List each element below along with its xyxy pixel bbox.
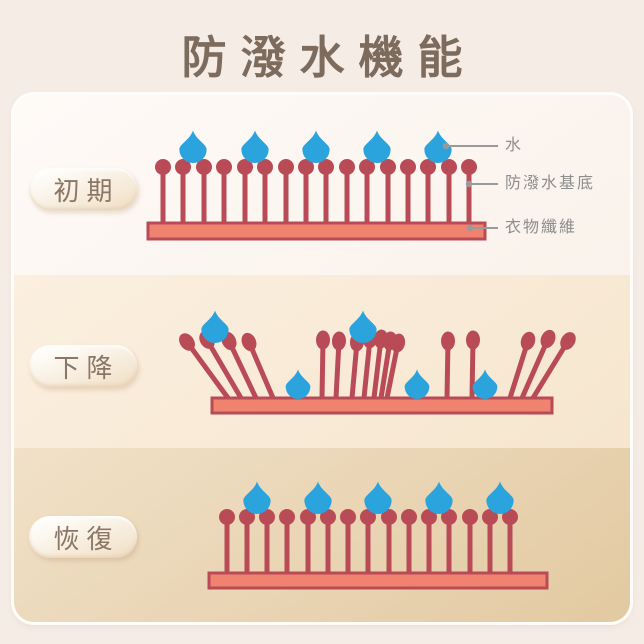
- pin-stem: [507, 340, 531, 399]
- section-initial: 初期 水 防潑水基底 衣物纖維: [14, 95, 630, 275]
- water-drop-icon: [302, 130, 330, 164]
- pin-head: [241, 332, 257, 352]
- fabric-fiber-bar: [207, 571, 549, 590]
- pin-stem: [184, 340, 231, 400]
- fabric-fiber-bar: [210, 396, 554, 415]
- pin-head: [381, 509, 397, 525]
- pin-head: [421, 509, 437, 525]
- water-drop-icon: [404, 369, 430, 399]
- water-drop-icon: [363, 130, 391, 164]
- pin-head: [216, 159, 232, 175]
- annotation-leader-dot: [465, 180, 473, 188]
- diagram-initial-stage: [146, 130, 498, 241]
- water-drop-icon: [349, 310, 377, 343]
- pin-stem: [319, 339, 326, 399]
- annotation-water-label: 水: [505, 137, 524, 154]
- stage-pill-initial: 初期: [29, 168, 137, 210]
- pin-head: [257, 159, 273, 175]
- pin-head: [155, 159, 171, 175]
- pin-head: [298, 159, 314, 175]
- pin-head: [340, 509, 356, 525]
- pin-head: [359, 159, 375, 175]
- annotation-leader-dot: [442, 142, 450, 150]
- pin-head: [462, 509, 478, 525]
- pin-head: [360, 509, 376, 525]
- pin-stem: [226, 339, 259, 400]
- pin-head: [179, 333, 195, 351]
- stage-label-initial: 初期: [53, 175, 120, 206]
- stage-label-recovery: 恢復: [53, 523, 120, 554]
- water-drop-icon: [425, 481, 453, 514]
- pin-head: [441, 159, 457, 175]
- pin-head: [175, 159, 191, 175]
- water-drop-icon: [241, 130, 269, 164]
- pin-head: [339, 159, 355, 175]
- diagram-decline-stage: [179, 310, 576, 415]
- pin-head: [237, 159, 253, 175]
- water-drop-icon: [201, 310, 229, 344]
- pin-head: [560, 332, 576, 350]
- water-drop-icon: [486, 481, 514, 514]
- pin-stem: [469, 339, 476, 399]
- pin-head: [441, 509, 457, 525]
- pin-head: [315, 330, 331, 350]
- pin-head: [259, 509, 275, 525]
- pin-head: [540, 329, 556, 349]
- pin-head: [502, 509, 518, 525]
- pin-stem: [204, 338, 244, 400]
- page-title: 防潑水機能: [181, 32, 477, 83]
- stage-label-decline: 下降: [53, 352, 120, 383]
- pin-stem: [530, 339, 571, 400]
- diagram-recovery-stage: [207, 481, 549, 590]
- pin-head: [331, 331, 347, 351]
- annotation-fabric-fiber-label: 衣物纖維: [505, 219, 578, 236]
- water-drop-icon: [304, 481, 332, 514]
- pin-stem: [361, 338, 373, 399]
- pin-head: [420, 159, 436, 175]
- water-drop-icon: [179, 130, 207, 164]
- pin-stem: [378, 340, 393, 399]
- pin-head: [318, 159, 334, 175]
- stage-pill-recovery: 恢復: [29, 516, 137, 558]
- pin-head: [320, 509, 336, 525]
- annotation-leader-dot: [466, 224, 474, 232]
- pin-head: [440, 331, 456, 351]
- pin-head: [465, 330, 481, 350]
- pin-head: [279, 509, 295, 525]
- pin-stem: [246, 341, 276, 399]
- fabric-fiber-bar: [146, 221, 487, 241]
- water-drop-icon: [472, 369, 498, 399]
- pin-head: [239, 509, 255, 525]
- annotation-repellent-base-label: 防潑水基底: [505, 175, 596, 192]
- pin-stem: [444, 340, 451, 399]
- pin-head: [278, 159, 294, 175]
- water-drop-icon: [243, 481, 271, 514]
- water-drop-icon: [424, 130, 452, 164]
- diagram-panel: 初期 水 防潑水基底 衣物纖維 下降 恢復: [14, 95, 630, 622]
- pin-head: [390, 333, 406, 353]
- water-drop-icon: [364, 481, 392, 514]
- pin-head: [400, 159, 416, 175]
- pin-stem: [519, 337, 551, 400]
- pin-head: [520, 331, 536, 351]
- pin-head: [380, 159, 396, 175]
- section-decline: 下降: [14, 275, 630, 448]
- section-recovery: 恢復: [14, 448, 630, 622]
- pin-head: [300, 509, 316, 525]
- pin-head: [196, 159, 212, 175]
- pin-head: [219, 509, 235, 525]
- pin-stem: [371, 338, 384, 399]
- pin-head: [401, 509, 417, 525]
- pin-head: [482, 509, 498, 525]
- water-drop-icon: [285, 369, 311, 399]
- stage-pill-decline: 下降: [29, 345, 137, 387]
- pin-stem: [333, 340, 342, 399]
- pin-head: [461, 159, 477, 175]
